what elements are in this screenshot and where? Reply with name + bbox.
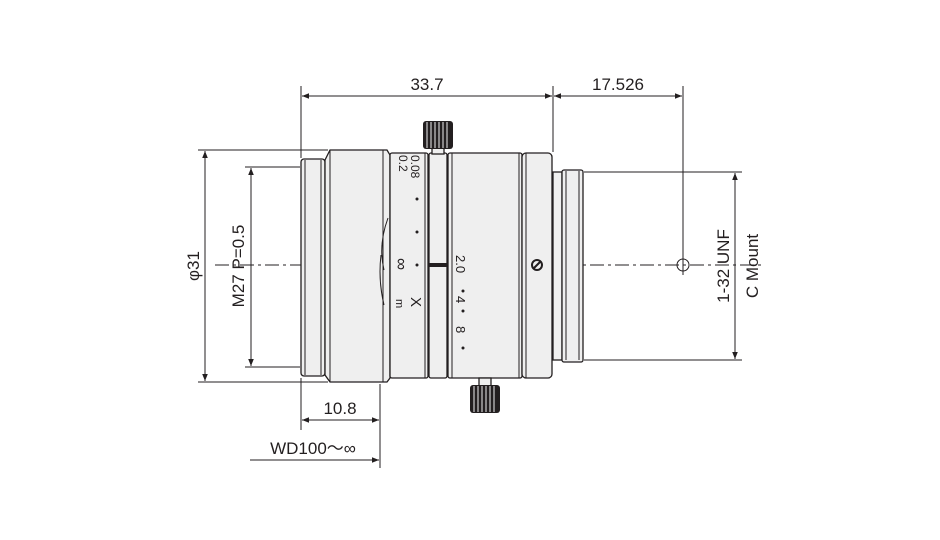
mount-step (552, 171, 563, 361)
svg-text:10.8: 10.8 (323, 399, 356, 418)
focus-ring (389, 152, 429, 379)
dim-overall-length: 33.7 (302, 75, 552, 99)
svg-text:M27 P=0.5: M27 P=0.5 (229, 225, 248, 308)
dim-working-distance: WD100～∞ (250, 439, 379, 463)
dim-outer-diameter: φ31 (184, 151, 208, 381)
f-number: 2.0 (453, 255, 468, 273)
dim-mount-thread: 1-32 UNF C Mount (714, 173, 762, 359)
mount-center-mark (676, 255, 690, 275)
x-mark: X (407, 297, 424, 307)
dim-front-length: 10.8 (302, 399, 379, 423)
dim-filter-thread: M27 P=0.5 (229, 168, 254, 366)
svg-text:1-32 UNF: 1-32 UNF (714, 229, 733, 303)
index-mark (429, 263, 447, 267)
lens-body (300, 121, 584, 413)
svg-text:C Mount: C Mount (743, 234, 762, 299)
mag-label: 0.2 (396, 155, 410, 172)
svg-text:φ31: φ31 (184, 251, 203, 281)
svg-text:WD100～∞: WD100～∞ (270, 439, 356, 458)
iris-scale: 2.0 4 8 (453, 255, 468, 350)
infinity-mark: ∞ (392, 258, 411, 270)
iris-lock-knob[interactable] (470, 377, 500, 413)
dim-flange-back: 17.526 (554, 75, 682, 99)
extension-lines (198, 86, 742, 468)
screw-icon (531, 259, 543, 271)
unit-label: m (393, 299, 405, 308)
focus-scale: 0.08 0.2 ∞ X m (392, 155, 424, 308)
c-mount-thread (561, 169, 584, 363)
f-number: 8 (453, 326, 468, 333)
barrel (324, 149, 391, 383)
mag-label: 0.08 (408, 155, 422, 179)
f-number: 4 (453, 296, 468, 303)
svg-text:33.7: 33.7 (410, 75, 443, 94)
svg-text:17.526: 17.526 (592, 75, 644, 94)
focus-lock-knob[interactable] (423, 121, 453, 155)
